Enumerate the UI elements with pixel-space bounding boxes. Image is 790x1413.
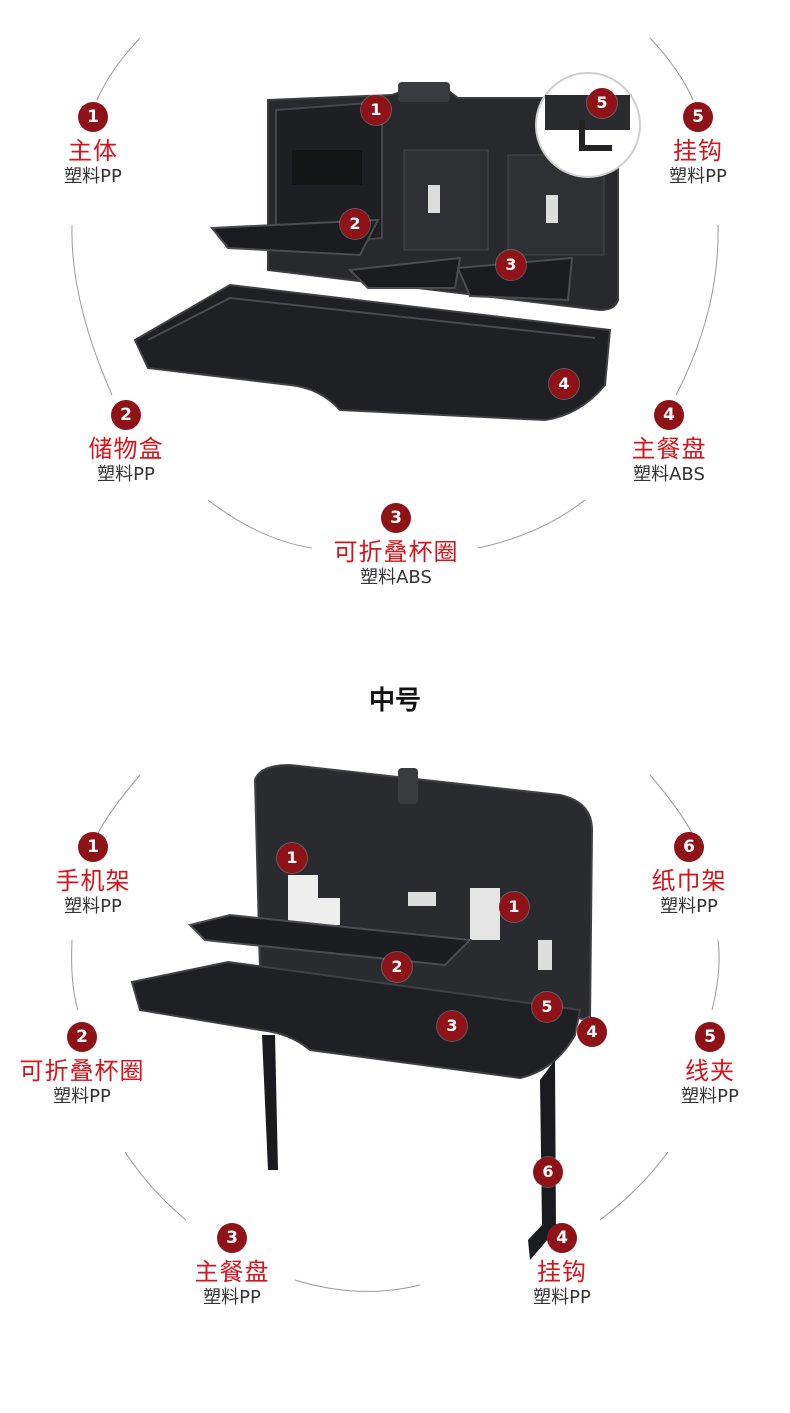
large-product-illustration bbox=[71, 37, 719, 549]
slot-hole bbox=[408, 892, 436, 906]
label-cable-clip: 5 线夹 塑料PP bbox=[630, 1022, 790, 1108]
label-badge: 6 bbox=[674, 832, 704, 862]
label-badge: 5 bbox=[683, 102, 713, 132]
top-clip bbox=[398, 768, 418, 804]
section-title: 中号 bbox=[368, 686, 421, 716]
label-cup-holder: 2 可折叠杯圈 塑料PP bbox=[2, 1022, 162, 1108]
label-main-body: 1 主体 塑料PP bbox=[13, 102, 173, 188]
pin-4: 4 bbox=[549, 369, 579, 399]
label-badge: 2 bbox=[111, 400, 141, 430]
pin-1: 1 bbox=[499, 892, 529, 922]
panel-left bbox=[403, 149, 489, 251]
label-material: 塑料PP bbox=[681, 1086, 739, 1107]
label-tissue-holder: 6 纸巾架 塑料PP bbox=[609, 832, 769, 918]
label-title: 可折叠杯圈 bbox=[19, 1057, 145, 1085]
label-main-tray: 4 主餐盘 塑料ABS bbox=[589, 400, 749, 486]
label-material: 塑料PP bbox=[64, 166, 122, 187]
label-title: 主餐盘 bbox=[631, 435, 707, 463]
label-material: 塑料PP bbox=[669, 166, 727, 187]
label-title: 挂钩 bbox=[537, 1258, 587, 1286]
pin-3: 3 bbox=[437, 1011, 467, 1041]
pin-4: 4 bbox=[577, 1017, 607, 1047]
large-diagram-section: 1 2 3 4 5 1 主体 塑料PP 2 储物盒 塑料PP 3 可折叠杯圈 塑… bbox=[0, 0, 790, 640]
label-title: 可折叠杯圈 bbox=[333, 538, 459, 566]
main-tray bbox=[130, 960, 582, 1080]
phone-holder-cutout bbox=[470, 888, 500, 940]
label-cup-holder: 3 可折叠杯圈 塑料ABS bbox=[316, 503, 476, 589]
pin-1: 1 bbox=[277, 843, 307, 873]
label-hook: 4 挂钩 塑料PP bbox=[482, 1223, 642, 1309]
label-badge: 1 bbox=[78, 832, 108, 862]
label-title: 挂钩 bbox=[673, 137, 723, 165]
slot-hole bbox=[538, 940, 552, 970]
cup-holder-left bbox=[347, 256, 462, 289]
label-title: 手机架 bbox=[55, 867, 131, 895]
label-title: 线夹 bbox=[685, 1057, 735, 1085]
label-badge: 5 bbox=[695, 1022, 725, 1052]
pin-5: 5 bbox=[587, 88, 617, 118]
pin-3: 3 bbox=[496, 250, 526, 280]
label-material: 塑料PP bbox=[533, 1287, 591, 1308]
label-title: 主体 bbox=[68, 137, 118, 165]
label-badge: 4 bbox=[654, 400, 684, 430]
label-title: 主餐盘 bbox=[194, 1258, 270, 1286]
pin-2: 2 bbox=[340, 209, 370, 239]
small-tray bbox=[209, 218, 380, 257]
label-material: 塑料PP bbox=[64, 896, 122, 917]
slot-hole bbox=[546, 195, 558, 223]
label-badge: 1 bbox=[78, 102, 108, 132]
phone-holder-cutout bbox=[288, 875, 340, 925]
label-title: 纸巾架 bbox=[651, 867, 727, 895]
label-material: 塑料ABS bbox=[360, 567, 432, 588]
label-title: 储物盒 bbox=[88, 435, 164, 463]
label-phone-holder: 1 手机架 塑料PP bbox=[13, 832, 173, 918]
label-material: 塑料ABS bbox=[633, 464, 705, 485]
storage-slot bbox=[292, 150, 362, 185]
label-material: 塑料PP bbox=[660, 896, 718, 917]
circle-arcs bbox=[71, 774, 720, 1292]
medium-diagram-section: 中号 1 1 2 3 4 5 6 1 手机架 塑料PP bbox=[0, 640, 790, 1413]
label-material: 塑料PP bbox=[53, 1086, 111, 1107]
pin-6: 6 bbox=[533, 1157, 563, 1187]
pin-2: 2 bbox=[382, 952, 412, 982]
main-tray bbox=[133, 283, 612, 422]
label-material: 塑料PP bbox=[203, 1287, 261, 1308]
pin-1: 1 bbox=[361, 95, 391, 125]
label-badge: 3 bbox=[217, 1223, 247, 1253]
leg-left bbox=[262, 1035, 278, 1170]
label-storage-box: 2 储物盒 塑料PP bbox=[46, 400, 206, 486]
top-clip bbox=[398, 82, 450, 102]
slot-hole bbox=[428, 185, 440, 213]
label-material: 塑料PP bbox=[97, 464, 155, 485]
label-badge: 3 bbox=[381, 503, 411, 533]
label-main-tray: 3 主餐盘 塑料PP bbox=[152, 1223, 312, 1309]
circle-arcs bbox=[71, 37, 719, 549]
pin-5: 5 bbox=[532, 992, 562, 1022]
label-hook: 5 挂钩 塑料PP bbox=[618, 102, 778, 188]
label-badge: 4 bbox=[547, 1223, 577, 1253]
label-badge: 2 bbox=[67, 1022, 97, 1052]
